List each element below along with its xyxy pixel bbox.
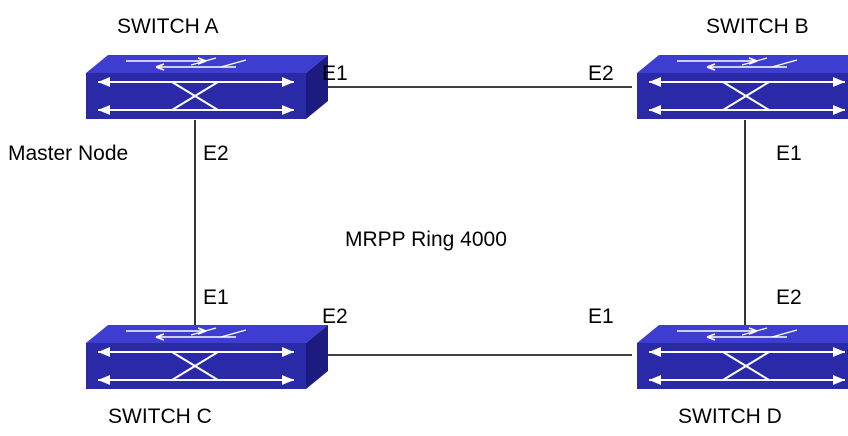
switch-b-label: SWITCH B xyxy=(706,15,809,38)
switch-a-icon xyxy=(85,54,329,120)
switch-d-label: SWITCH D xyxy=(678,405,782,428)
port-label-bd-b: E1 xyxy=(776,142,802,165)
port-label-ac-c: E1 xyxy=(203,286,229,309)
switch-c-label: SWITCH C xyxy=(108,405,212,428)
switch-a-label: SWITCH A xyxy=(117,15,219,38)
switch-d-icon xyxy=(636,324,848,390)
port-label-ab-a: E1 xyxy=(322,62,348,85)
switch-c-icon xyxy=(85,324,329,390)
port-label-bd-d: E2 xyxy=(776,286,802,309)
switch-b-icon xyxy=(636,54,848,120)
ring-label: MRPP Ring 4000 xyxy=(345,228,507,251)
port-label-ab-b: E2 xyxy=(588,62,614,85)
port-label-ac-a: E2 xyxy=(203,142,229,165)
port-label-cd-c: E2 xyxy=(322,305,348,328)
port-label-cd-d: E1 xyxy=(588,305,614,328)
master-node-label: Master Node xyxy=(8,142,129,165)
